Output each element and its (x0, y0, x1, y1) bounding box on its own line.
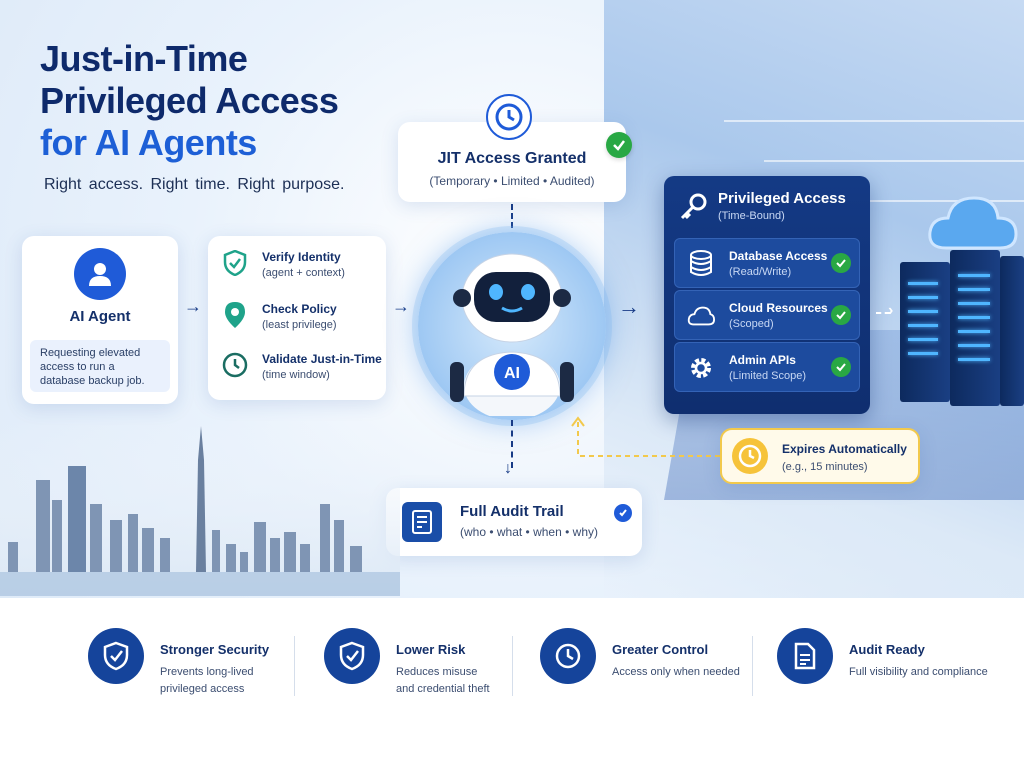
benefit-title: Audit Ready (849, 642, 925, 657)
key-icon (680, 193, 707, 220)
tagline: Right access. Right time. Right purpose. (44, 176, 345, 193)
title-line: Just-in-Time (40, 38, 248, 79)
step-check-policy: Check Policy (least privilege) (222, 302, 337, 333)
agent-description: Requesting elevated access to run a data… (30, 340, 170, 392)
step-subtitle: (least privilege) (262, 319, 337, 331)
expires-automatically-card: Expires Automatically (e.g., 15 minutes) (720, 428, 920, 484)
privileged-access-panel: Privileged Access (Time-Bound) Database … (664, 176, 870, 414)
clock-icon (222, 352, 248, 378)
privileged-title: Privileged Access (718, 190, 846, 207)
ai-robot: AI (450, 253, 574, 416)
clock-icon (486, 94, 532, 140)
verification-steps-card: Verify Identity (agent + context) Check P… (208, 236, 386, 400)
checkmark-icon (831, 305, 851, 325)
audit-title: Full Audit Trail (460, 503, 564, 520)
user-icon (74, 248, 126, 300)
privileged-subtitle: (Time-Bound) (718, 210, 785, 222)
jit-access-granted-card: JIT Access Granted (Temporary • Limited … (398, 94, 626, 202)
arrow-right-icon: → (184, 296, 202, 316)
benefit-subtitle: Prevents long-lived privileged access (160, 666, 254, 695)
privilege-item-cloud: Cloud Resources (Scoped) (674, 290, 860, 340)
light-stripe (764, 160, 1024, 162)
benefit-title: Lower Risk (396, 642, 466, 657)
divider (294, 636, 295, 696)
shield-check-icon (222, 250, 248, 276)
step-subtitle: (time window) (262, 369, 330, 381)
step-title: Check Policy (262, 302, 337, 316)
expiry-connector (571, 416, 720, 457)
arrow-right-icon: → (618, 294, 640, 319)
page-title: Just-in-Time Privileged Access for AI Ag… (40, 38, 339, 164)
benefit-subtitle: Access only when needed (612, 666, 740, 678)
checkmark-icon (831, 357, 851, 377)
shield-check-icon (324, 628, 380, 684)
server-rack (900, 262, 950, 402)
benefit-subtitle: Full visibility and compliance (849, 666, 988, 678)
ai-agent-card: AI Agent Requesting elevated access to r… (22, 236, 178, 404)
step-subtitle: (agent + context) (262, 267, 345, 279)
server-rack (950, 250, 1000, 406)
privilege-item-title: Cloud Resources (729, 301, 828, 315)
clock-icon (732, 438, 768, 474)
server-rack (1000, 256, 1024, 406)
granted-title: JIT Access Granted (437, 150, 587, 167)
arrow-right-icon: › (888, 302, 894, 319)
audit-trail-card: Full Audit Trail (who • what • when • wh… (386, 488, 642, 556)
shield-check-icon (88, 628, 144, 684)
checkmark-icon (831, 253, 851, 273)
granted-subtitle: (Temporary • Limited • Audited) (429, 174, 595, 188)
step-verify-identity: Verify Identity (agent + context) (222, 250, 345, 281)
connector-line (876, 312, 890, 314)
benefit-title: Greater Control (612, 642, 709, 657)
benefit-title: Stronger Security (160, 642, 270, 657)
database-icon (687, 250, 715, 278)
cloud-icon (687, 302, 715, 330)
step-title: Verify Identity (262, 250, 341, 264)
light-stripe (724, 120, 1024, 122)
privilege-item-admin-apis: Admin APIs (Limited Scope) (674, 342, 860, 392)
connector-line (511, 204, 513, 228)
privilege-item-subtitle: (Limited Scope) (729, 370, 807, 382)
privilege-item-subtitle: (Read/Write) (729, 266, 792, 278)
title-line: for AI Agents (40, 122, 257, 163)
step-validate-jit: Validate Just-in-Time (time window) (222, 352, 382, 383)
benefit-subtitle: Reduces misuse and credential theft (396, 666, 490, 695)
arrow-right-icon: → (392, 296, 410, 316)
audit-subtitle: (who • what • when • why) (460, 525, 598, 539)
connector-line (511, 420, 513, 468)
privilege-item-title: Database Access (729, 249, 828, 263)
arrow-down-icon: ↓ (504, 460, 512, 477)
document-icon (402, 502, 442, 542)
agent-title: AI Agent (69, 308, 131, 325)
divider (752, 636, 753, 696)
expires-subtitle: (e.g., 15 minutes) (782, 461, 868, 473)
checkmark-icon (614, 504, 632, 522)
privilege-item-subtitle: (Scoped) (729, 318, 774, 330)
location-pin-icon (222, 302, 248, 328)
checkmark-icon (606, 132, 632, 158)
cloud-icon (928, 196, 1018, 250)
clock-icon (540, 628, 596, 684)
document-icon (777, 628, 833, 684)
privilege-item-database: Database Access (Read/Write) (674, 238, 860, 288)
divider (512, 636, 513, 696)
step-title: Validate Just-in-Time (262, 352, 382, 366)
robot-badge: AI (504, 365, 520, 382)
title-line: Privileged Access (40, 80, 339, 121)
privilege-item-title: Admin APIs (729, 353, 796, 367)
expires-title: Expires Automatically (782, 442, 907, 456)
city-skyline (0, 420, 400, 596)
gear-icon (687, 354, 715, 382)
